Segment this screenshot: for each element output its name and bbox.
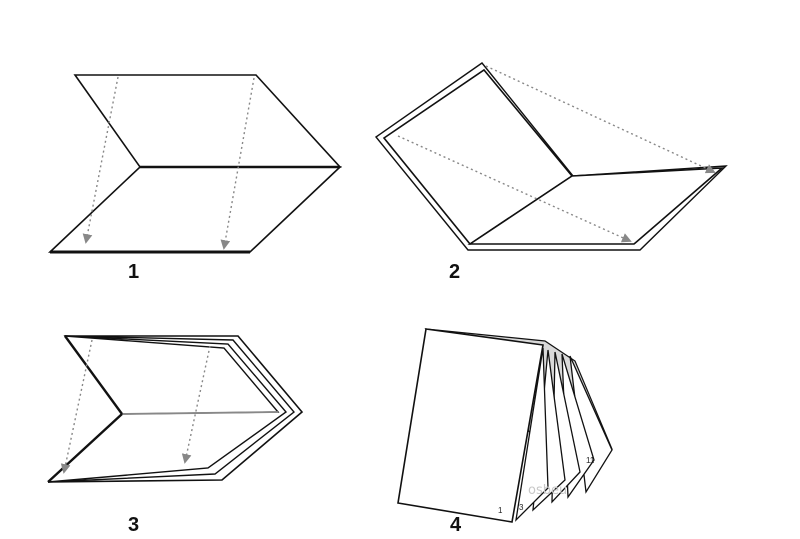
step-1-lower-sheet <box>47 166 343 253</box>
booklet-page-number: 11 <box>586 456 595 465</box>
step-3-upper-fold-edge <box>64 335 123 415</box>
booklet-front-cover <box>397 328 544 523</box>
watermark: osbeu <box>528 483 567 498</box>
step-4-label: 4 <box>450 514 462 536</box>
step-4-diagram: 1 3 11 osbeu 4 <box>397 328 613 536</box>
step-2-label: 2 <box>449 261 460 283</box>
step-1-fold-arrow-left <box>82 76 119 244</box>
step-2-fold-arrow-upper <box>485 65 716 174</box>
booklet-page-number: 1 <box>498 506 503 515</box>
step-3-label: 3 <box>128 514 139 536</box>
step-1-upper-sheet <box>73 74 342 168</box>
step-1-diagram: 1 <box>47 74 343 283</box>
step-2-right-leaf <box>467 167 725 245</box>
booklet-page-number: 3 <box>519 503 524 512</box>
step-1-label: 1 <box>128 261 139 283</box>
step-2-diagram: 2 <box>374 62 728 283</box>
step-3-fold-line <box>121 411 279 415</box>
step-3-left-fold-edge <box>47 413 123 483</box>
step-3-diagram: 3 <box>47 335 304 536</box>
step-1-fold-arrow-right <box>220 77 255 250</box>
booklet-page-2 <box>515 347 549 522</box>
